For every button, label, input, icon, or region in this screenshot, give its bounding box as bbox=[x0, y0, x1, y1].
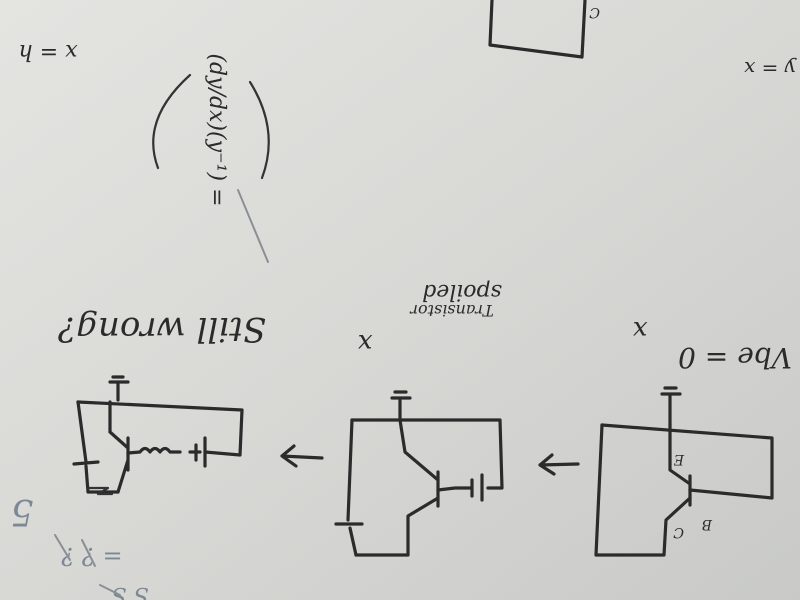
arrow-left-1 bbox=[280, 444, 324, 468]
margin-note-2: = ? ? bbox=[61, 542, 122, 570]
arrow-left-2 bbox=[538, 453, 580, 476]
circuit-left bbox=[72, 375, 244, 496]
circuit-left-scribble bbox=[86, 486, 114, 496]
top-box-label: C bbox=[589, 4, 600, 20]
note-vbe-zero: Vbe = 0 bbox=[678, 341, 792, 374]
circuit-middle-ground-lead bbox=[390, 390, 412, 422]
note-cross-2: x bbox=[632, 315, 647, 345]
circuit-left-ground-lead bbox=[108, 375, 130, 402]
circuit-right-ground-lead bbox=[660, 386, 682, 427]
circuit-left-transistor bbox=[108, 400, 130, 494]
top-box-sketch bbox=[488, 0, 587, 59]
circuit-right-label-c: C bbox=[673, 524, 684, 540]
circuit-middle-wire-loop bbox=[350, 418, 504, 492]
note-y-equals-x: y = x bbox=[744, 57, 797, 81]
note-still-wrong: Still wrong? bbox=[57, 309, 266, 349]
circuit-right-wire-loop bbox=[600, 423, 774, 500]
note-cross-1: x bbox=[357, 328, 372, 358]
circuit-middle bbox=[334, 390, 504, 557]
margin-note-3: S S bbox=[111, 582, 148, 600]
circuit-right-label-e: E bbox=[674, 451, 685, 467]
note-derivative: (dy/dx)(y⁻¹) = bbox=[204, 53, 229, 206]
margin-note-1: 5 bbox=[11, 491, 34, 532]
circuit-middle-left-leg bbox=[334, 418, 364, 557]
circuit-right: E B C bbox=[594, 386, 774, 557]
circuit-left-left-leg bbox=[72, 400, 120, 494]
note-transistor-line2: spoiled bbox=[422, 279, 502, 304]
derivative-pointer-line bbox=[237, 189, 269, 263]
circuit-right-label-b: B bbox=[702, 516, 713, 532]
derivative-close-paren bbox=[248, 80, 270, 180]
circuit-right-transistor bbox=[594, 423, 692, 557]
circuit-middle-transistor bbox=[354, 418, 440, 557]
derivative-open-paren bbox=[152, 73, 192, 170]
margin-scribble bbox=[54, 534, 121, 596]
note-x-equals-h: x = h bbox=[19, 39, 78, 64]
note-transistor-line1: Transistor bbox=[409, 301, 494, 320]
